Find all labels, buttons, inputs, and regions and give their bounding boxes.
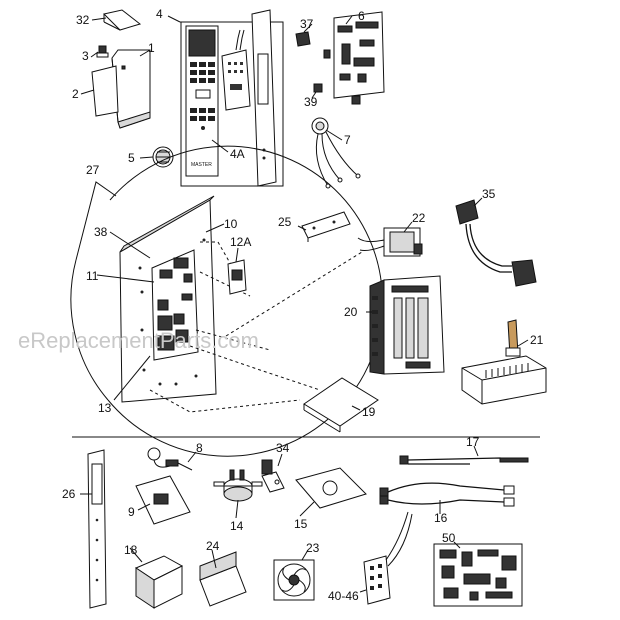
callout-27: 27 xyxy=(86,163,100,177)
part-37-chip xyxy=(295,31,311,47)
callout-50: 50 xyxy=(442,531,456,545)
callout-labels: 32 4 1 3 2 5 4A 37 6 39 7 27 10 38 12A 1… xyxy=(62,7,544,603)
part-32-bracket xyxy=(103,9,142,31)
part-4-panel-frame: MASTER xyxy=(167,9,284,187)
callout-25: 25 xyxy=(278,215,292,229)
part-39-cap xyxy=(313,83,323,93)
part-2-label xyxy=(91,65,119,117)
callout-8: 8 xyxy=(196,441,203,455)
callout-17: 17 xyxy=(466,435,480,449)
part-24-cover xyxy=(199,551,247,607)
part-17-harness xyxy=(399,455,529,465)
part-34-thermal-switch xyxy=(261,459,285,493)
callout-4a: 4A xyxy=(230,147,245,161)
part-16-harness xyxy=(379,482,515,507)
callout-9: 9 xyxy=(128,505,135,519)
callout-35: 35 xyxy=(482,187,496,201)
part-15-plate xyxy=(295,467,367,509)
callout-38: 38 xyxy=(94,225,108,239)
callout-32: 32 xyxy=(76,13,90,27)
part-22-transformer xyxy=(357,227,423,257)
callout-22: 22 xyxy=(412,211,426,225)
part-1-cover xyxy=(111,49,151,129)
callout-14: 14 xyxy=(230,519,244,533)
callout-40-46: 40-46 xyxy=(328,589,359,603)
part-35-harness xyxy=(455,199,537,287)
panel-master-text: MASTER xyxy=(191,162,212,168)
callout-37: 37 xyxy=(300,17,314,31)
part-6-board xyxy=(323,11,385,105)
part-18-box xyxy=(134,555,184,609)
callout-26: 26 xyxy=(62,487,76,501)
callout-1: 1 xyxy=(148,41,155,55)
part-9-gasket xyxy=(135,475,191,525)
callout-34: 34 xyxy=(276,441,290,455)
callout-15: 15 xyxy=(294,517,308,531)
callout-24: 24 xyxy=(206,539,220,553)
part-7-sensor xyxy=(311,117,361,189)
callout-21: 21 xyxy=(530,333,544,347)
part-50-main-board xyxy=(433,543,523,607)
callout-19: 19 xyxy=(362,405,376,419)
part-14-limit-switch xyxy=(213,469,263,502)
part-5-knob xyxy=(152,146,174,168)
callout-10: 10 xyxy=(224,217,238,231)
watermark-text: eReplacementParts.com xyxy=(18,328,259,353)
part-23-fan xyxy=(273,559,315,601)
callout-12a: 12A xyxy=(230,235,251,249)
part-25-bracket xyxy=(301,211,351,242)
callout-5: 5 xyxy=(128,151,135,165)
part-3-screw xyxy=(96,45,109,58)
part-19-plate xyxy=(303,377,379,433)
callout-16: 16 xyxy=(434,511,448,525)
callout-4: 4 xyxy=(156,7,163,21)
callout-3: 3 xyxy=(82,49,89,63)
callout-13: 13 xyxy=(98,401,112,415)
callout-11: 11 xyxy=(86,269,99,283)
part-20-control-module xyxy=(369,275,445,375)
callout-6: 6 xyxy=(358,9,365,23)
callout-7: 7 xyxy=(344,133,351,147)
part-21-igniter xyxy=(461,319,547,405)
callout-20: 20 xyxy=(344,305,358,319)
part-8-probe xyxy=(147,447,193,471)
callout-18: 18 xyxy=(124,543,138,557)
part-26-rail xyxy=(87,449,107,609)
callout-39: 39 xyxy=(304,95,318,109)
part-40-46-connector xyxy=(363,511,413,605)
callout-23: 23 xyxy=(306,541,320,555)
callout-2: 2 xyxy=(72,87,79,101)
leader-lines xyxy=(80,15,529,593)
